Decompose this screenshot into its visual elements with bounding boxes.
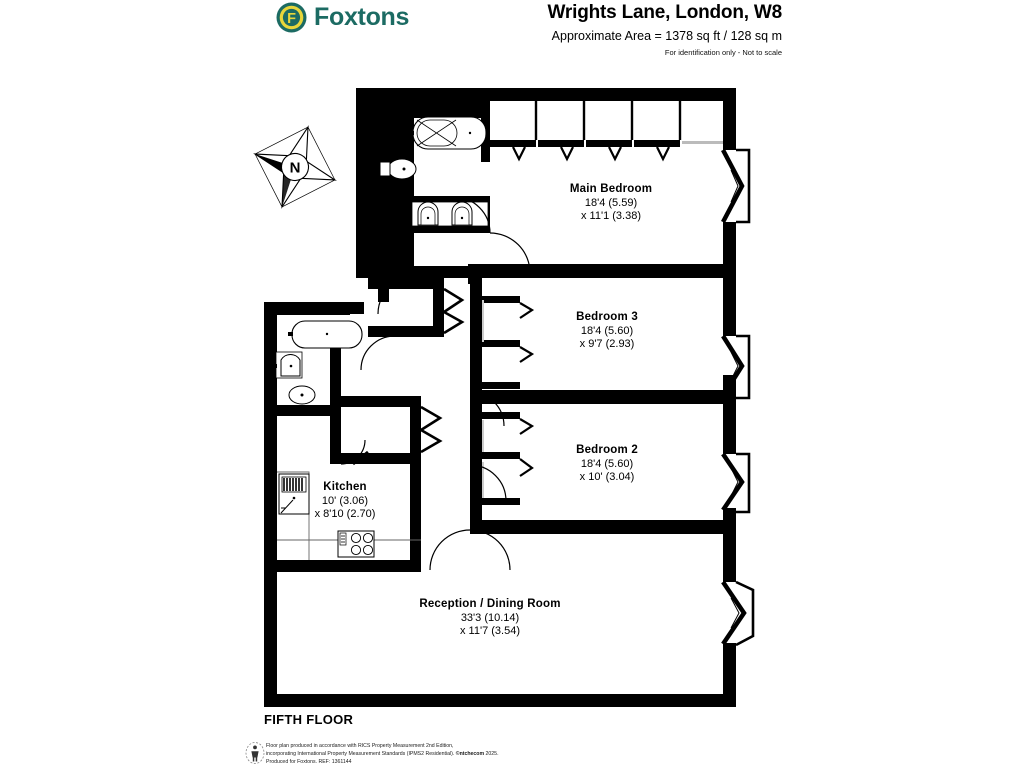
room-name: Bedroom 3 bbox=[576, 311, 638, 323]
main-bedroom-wardrobes bbox=[490, 101, 723, 162]
room-dimension-2: x 11'7 (3.54) bbox=[460, 624, 520, 637]
door-swings bbox=[340, 196, 531, 571]
room-name: Reception / Dining Room bbox=[419, 598, 561, 610]
disclaimer: Floor plan produced in accordance with R… bbox=[266, 742, 499, 766]
bay-window-reception bbox=[721, 580, 755, 647]
identification-note: For identification only - Not to scale bbox=[664, 47, 782, 57]
room-name: Kitchen bbox=[323, 481, 367, 493]
room-label-main-bedroom: Main Bedroom 18'4 (5.59) x 11'1 (3.38) bbox=[521, 183, 701, 223]
compass-rose-icon: N bbox=[253, 125, 337, 209]
door-bathroom2 bbox=[360, 335, 396, 371]
disclaimer-line-1: Floor plan produced in accordance with R… bbox=[266, 743, 454, 749]
bay-windows bbox=[721, 148, 755, 647]
rics-badge-icon bbox=[245, 742, 265, 764]
foxtons-logo: F Foxtons bbox=[276, 2, 409, 33]
room-dimension-1: 18'4 (5.60) bbox=[580, 324, 634, 337]
door-kitchen bbox=[340, 439, 366, 465]
door-ensuite bbox=[453, 196, 491, 234]
room-dimension-2: x 11'1 (3.38) bbox=[581, 209, 641, 222]
room-dimension-1: 10' (3.06) bbox=[321, 494, 369, 507]
approximate-area: Approximate Area = 1378 sq ft / 128 sq m bbox=[551, 28, 782, 43]
double-basin-icon bbox=[411, 201, 489, 227]
room-dimension-2: x 8'10 (2.70) bbox=[314, 507, 376, 520]
bedroom-wardrobes bbox=[482, 296, 535, 505]
bathtub-icon bbox=[409, 116, 487, 150]
disclaimer-year: 2025. bbox=[485, 751, 499, 758]
ensuite-fixtures bbox=[379, 116, 489, 227]
sink-icon bbox=[278, 473, 310, 515]
bathtub-icon-2 bbox=[288, 320, 363, 349]
room-label-reception-dining-room: Reception / Dining Room 33'3 (10.14) x 1… bbox=[400, 598, 580, 638]
bathroom-fixtures bbox=[273, 320, 363, 405]
disclaimer-line-3: Produced for Foxtons. REF: 1361144 bbox=[266, 759, 352, 766]
door-reception-left bbox=[429, 529, 471, 571]
toilet-icon bbox=[379, 158, 417, 180]
room-label-bedroom-3: Bedroom 3 18'4 (5.60) x 9'7 (2.93) bbox=[517, 311, 697, 351]
room-dimension-1: 18'4 (5.59) bbox=[584, 196, 638, 209]
room-name: Bedroom 2 bbox=[576, 444, 638, 456]
basin-icon bbox=[273, 351, 303, 379]
hob-icon bbox=[337, 530, 375, 558]
room-label-bedroom-2: Bedroom 2 18'4 (5.60) x 10' (3.04) bbox=[517, 444, 697, 484]
page-title: Wrights Lane, London, W8 bbox=[547, 2, 783, 23]
disclaimer-line-2-text: incorporating International Property Mea… bbox=[266, 751, 455, 758]
room-dimension-1: 18'4 (5.60) bbox=[580, 457, 634, 470]
exterior-walls bbox=[264, 88, 736, 707]
foxtons-logo-text: Foxtons bbox=[314, 3, 410, 31]
svg-text:N: N bbox=[290, 160, 301, 177]
disclaimer-line-2: incorporating International Property Mea… bbox=[266, 750, 499, 758]
bay-window-bedroom-2 bbox=[721, 452, 751, 514]
room-dimension-2: x 10' (3.04) bbox=[579, 470, 635, 483]
foxtons-logo-icon: F bbox=[276, 2, 307, 33]
header: F Foxtons Wrights Lane, London, W8 Appro… bbox=[0, 0, 1024, 60]
bay-window-main-bedroom bbox=[721, 148, 751, 224]
bay-window-bedroom-3 bbox=[721, 334, 751, 400]
title-block: Wrights Lane, London, W8 Approximate Are… bbox=[362, 2, 783, 57]
room-dimension-2: x 9'7 (2.93) bbox=[579, 337, 635, 350]
svg-text:F: F bbox=[287, 11, 296, 27]
kitchen-fixtures bbox=[277, 471, 421, 560]
room-name: Main Bedroom bbox=[569, 183, 653, 195]
door-kitchen-leaf bbox=[352, 450, 369, 466]
floor-name: FIFTH FLOOR bbox=[264, 712, 354, 727]
room-label-kitchen: Kitchen 10' (3.06) x 8'10 (2.70) bbox=[275, 481, 415, 521]
toilet-icon-2 bbox=[288, 385, 316, 405]
disclaimer-copyright: ©ntchecom bbox=[455, 751, 485, 758]
door-hall-upper bbox=[377, 277, 415, 315]
room-dimension-1: 33'3 (10.14) bbox=[460, 611, 520, 624]
door-reception-right bbox=[469, 529, 511, 571]
